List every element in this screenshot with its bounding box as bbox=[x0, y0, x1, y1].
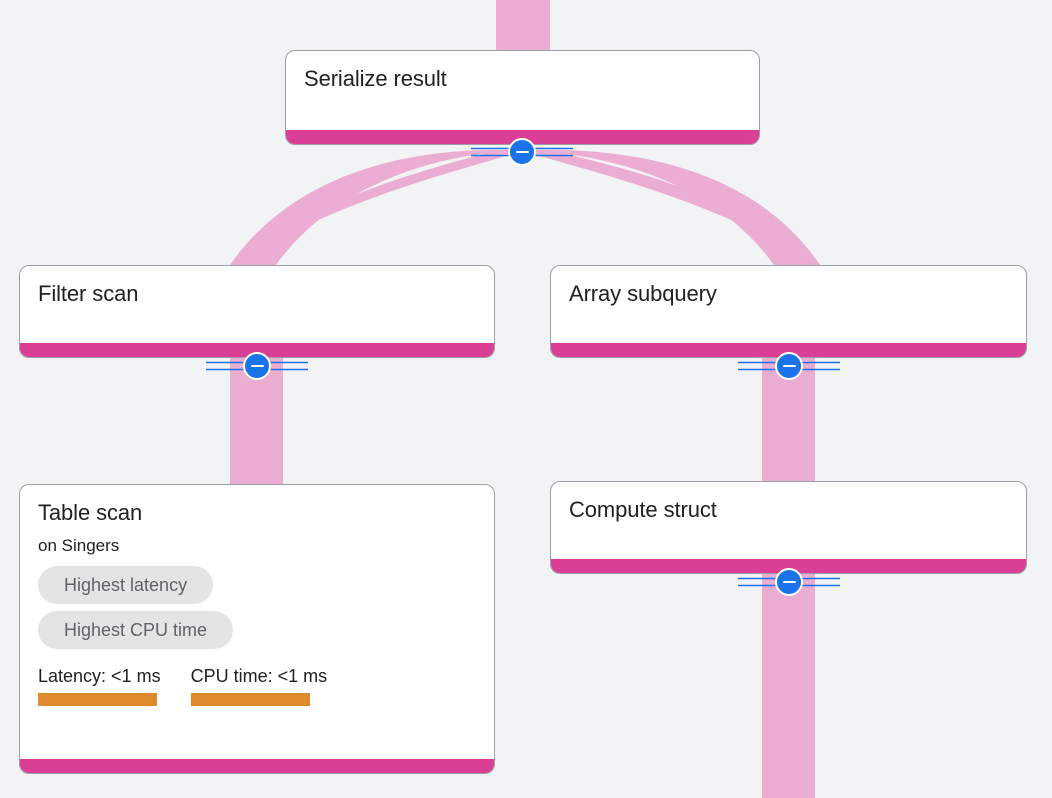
metric-latency-label: Latency: <1 ms bbox=[38, 666, 161, 686]
minus-icon[interactable] bbox=[775, 352, 803, 380]
chip-highest-cpu-time: Highest CPU time bbox=[38, 611, 234, 649]
edge-into-serialize-result bbox=[496, 0, 550, 52]
collapse-toggle-serialize-result[interactable] bbox=[471, 137, 573, 167]
metric-latency-bar bbox=[38, 693, 157, 706]
metric-cpu-time-label: CPU time: <1 ms bbox=[190, 666, 328, 686]
metric-latency-bar-track bbox=[38, 693, 161, 706]
edge-serialize-to-filter-scan-body bbox=[230, 150, 519, 268]
node-accent-bar bbox=[20, 759, 494, 773]
node-body: Serialize result bbox=[286, 51, 759, 130]
metric-cpu-time-bar bbox=[190, 693, 310, 706]
node-title: Compute struct bbox=[569, 497, 717, 522]
node-serialize-result[interactable]: Serialize result bbox=[285, 50, 760, 145]
minus-icon[interactable] bbox=[508, 138, 536, 166]
node-title: Array subquery bbox=[569, 281, 717, 306]
node-body: Array subquery bbox=[551, 266, 1026, 343]
node-body: Compute struct bbox=[551, 482, 1026, 559]
chip-highest-latency: Highest latency bbox=[38, 566, 214, 604]
metric-cpu-time: CPU time: <1 ms bbox=[190, 665, 328, 706]
node-table-scan[interactable]: Table scan on Singers Highest latency Hi… bbox=[19, 484, 495, 774]
collapse-toggle-filter-scan[interactable] bbox=[206, 351, 308, 381]
node-title: Table scan bbox=[38, 500, 143, 525]
node-subtitle: on Singers bbox=[38, 536, 120, 555]
collapse-toggle-compute-struct[interactable] bbox=[738, 567, 840, 597]
edge-serialize-to-array-subquery-body bbox=[527, 150, 820, 268]
node-accent-bar bbox=[551, 559, 1026, 573]
node-accent-bar bbox=[551, 343, 1026, 357]
metric-latency: Latency: <1 ms bbox=[38, 665, 161, 706]
node-accent-bar bbox=[20, 343, 494, 357]
node-body: Filter scan bbox=[20, 266, 494, 343]
node-compute-struct[interactable]: Compute struct bbox=[550, 481, 1027, 574]
node-title: Serialize result bbox=[304, 66, 447, 91]
metric-cpu-time-bar-track bbox=[190, 693, 328, 706]
edge-serialize-to-array-subquery bbox=[550, 150, 820, 265]
edge-serialize-to-filter-scan bbox=[230, 150, 496, 265]
node-body: Table scan on Singers Highest latency Hi… bbox=[20, 485, 494, 759]
collapse-toggle-array-subquery[interactable] bbox=[738, 351, 840, 381]
node-chip-list: Highest latency Highest CPU time bbox=[38, 566, 476, 656]
edge-compute-struct-downstream bbox=[762, 574, 815, 798]
minus-icon[interactable] bbox=[243, 352, 271, 380]
node-metrics: Latency: <1 ms CPU time: <1 ms bbox=[38, 665, 476, 706]
node-title: Filter scan bbox=[38, 281, 139, 306]
node-array-subquery[interactable]: Array subquery bbox=[550, 265, 1027, 358]
node-filter-scan[interactable]: Filter scan bbox=[19, 265, 495, 358]
node-accent-bar bbox=[286, 130, 759, 144]
minus-icon[interactable] bbox=[775, 568, 803, 596]
